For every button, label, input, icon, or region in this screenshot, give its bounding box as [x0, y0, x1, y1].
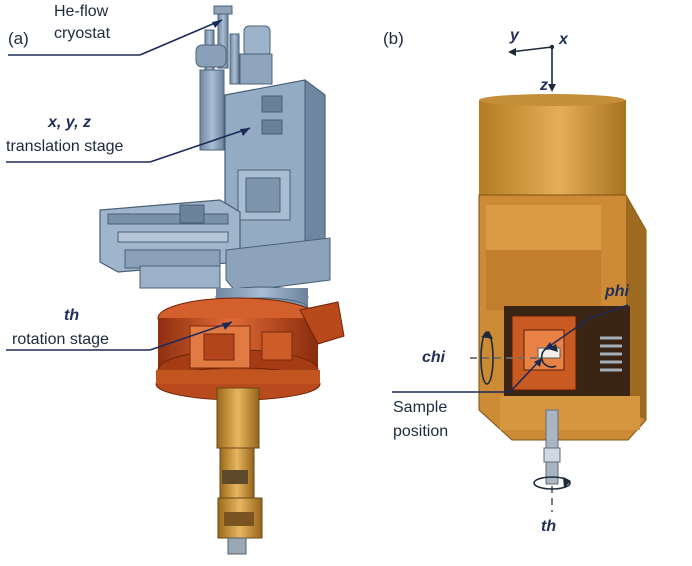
callout-lines-a — [6, 19, 251, 351]
label-sample-line2: position — [393, 423, 449, 440]
axis-y-label: y — [510, 27, 519, 44]
axes-triad — [509, 46, 553, 88]
label-sample-line1: Sample — [393, 399, 448, 416]
label-xyz: x, y, z — [48, 114, 91, 131]
label-th-axis: th — [541, 518, 557, 535]
label-cryostat-line2: cryostat — [54, 25, 111, 42]
axis-x-label: x — [559, 31, 568, 48]
xyz-translation-stage — [99, 79, 331, 293]
axis-dashes — [470, 357, 553, 512]
label-translation-stage: translation stage — [6, 138, 124, 155]
label-cryostat-line1: He-flow — [54, 3, 109, 20]
spring — [600, 336, 622, 372]
callout-arrowheads-a — [212, 20, 250, 330]
th-rotation-stage — [155, 286, 345, 401]
panel-tag-b: (b) — [383, 29, 404, 48]
th-arrowhead — [563, 477, 571, 488]
label-th-stage: th — [64, 307, 80, 324]
panel-tag-a: (a) — [8, 29, 29, 48]
label-rotation-stage: rotation stage — [12, 331, 109, 348]
chi-rotation-arrow — [480, 331, 494, 385]
cryostat-assembly — [195, 5, 273, 151]
chi-arrowhead — [481, 331, 493, 339]
sample-rod — [216, 387, 263, 555]
th-rotation-arrow — [533, 476, 571, 490]
label-phi: phi — [605, 283, 629, 300]
sample-holder-assembly — [478, 94, 647, 485]
axis-z-label: z — [540, 77, 548, 94]
label-chi: chi — [422, 349, 446, 366]
axes-arrowheads — [508, 44, 556, 92]
callout-arrowheads-b — [534, 342, 554, 367]
